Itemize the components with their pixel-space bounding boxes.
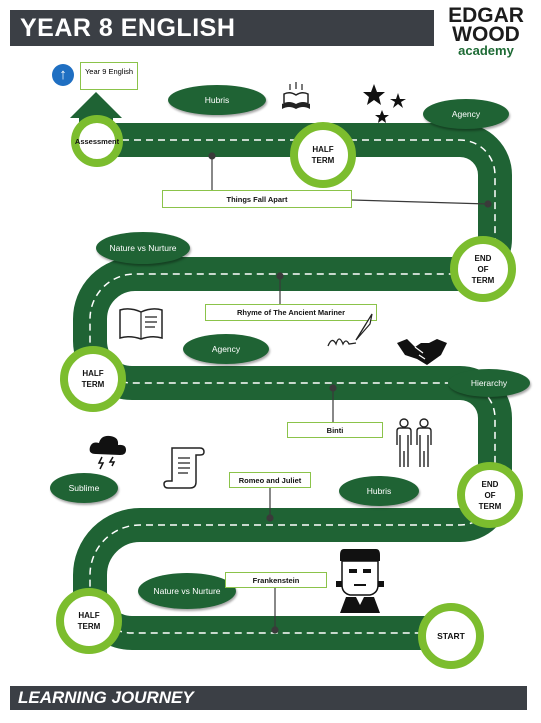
scroll-icon: [163, 447, 205, 489]
footer-bar: LEARNING JOURNEY: [10, 686, 527, 710]
logo-subtitle: academy: [458, 43, 514, 58]
year-9-box: Year 9 English: [80, 62, 138, 90]
page-title: YEAR 8 ENGLISH: [20, 14, 236, 42]
milestone-start: START: [418, 603, 484, 669]
arrow-up-icon: ↑: [52, 64, 74, 86]
road-arrow-head: [70, 92, 122, 118]
text-binti: Binti: [287, 422, 383, 438]
text-romeo-and-juliet: Romeo and Juliet: [229, 472, 311, 488]
milestone-half-term-1: HALF TERM: [290, 122, 356, 188]
open-book-icon: [282, 82, 310, 109]
text-rhyme-ancient-mariner: Rhyme of The Ancient Mariner: [205, 304, 377, 321]
people-icon: [396, 418, 432, 467]
milestone-half-term-3: HALF TERM: [56, 588, 122, 654]
theme-hubris-low: Hubris: [339, 476, 419, 506]
stars-icon: [363, 84, 406, 123]
milestone-assessment: Assessment: [71, 115, 123, 167]
theme-agency-top: Agency: [423, 99, 509, 129]
theme-hierarchy: Hierarchy: [448, 369, 530, 397]
book-icon: [119, 308, 163, 340]
logo-line-2: WOOD: [452, 23, 520, 46]
frankenstein-icon: [336, 549, 384, 613]
header-bar: YEAR 8 ENGLISH: [10, 10, 434, 46]
theme-sublime: Sublime: [50, 473, 118, 503]
milestone-end-of-term-2: END OF TERM: [457, 462, 523, 528]
academy-logo: EDGAR WOOD academy: [440, 4, 532, 62]
text-things-fall-apart: Things Fall Apart: [162, 190, 352, 208]
theme-nature-top: Nature vs Nurture: [96, 232, 190, 264]
theme-agency-mid: Agency: [183, 334, 269, 364]
handshake-icon: [397, 339, 447, 365]
logo-line-1: EDGAR: [448, 4, 524, 27]
milestone-end-of-term-1: END OF TERM: [450, 236, 516, 302]
storm-cloud-icon: [89, 435, 126, 470]
theme-hubris-top: Hubris: [168, 85, 266, 115]
milestone-half-term-2: HALF TERM: [60, 346, 126, 412]
text-frankenstein: Frankenstein: [225, 572, 327, 588]
quill-signature-icon: [327, 313, 373, 347]
theme-nature-low: Nature vs Nurture: [138, 573, 236, 609]
footer-title: LEARNING JOURNEY: [18, 688, 194, 707]
